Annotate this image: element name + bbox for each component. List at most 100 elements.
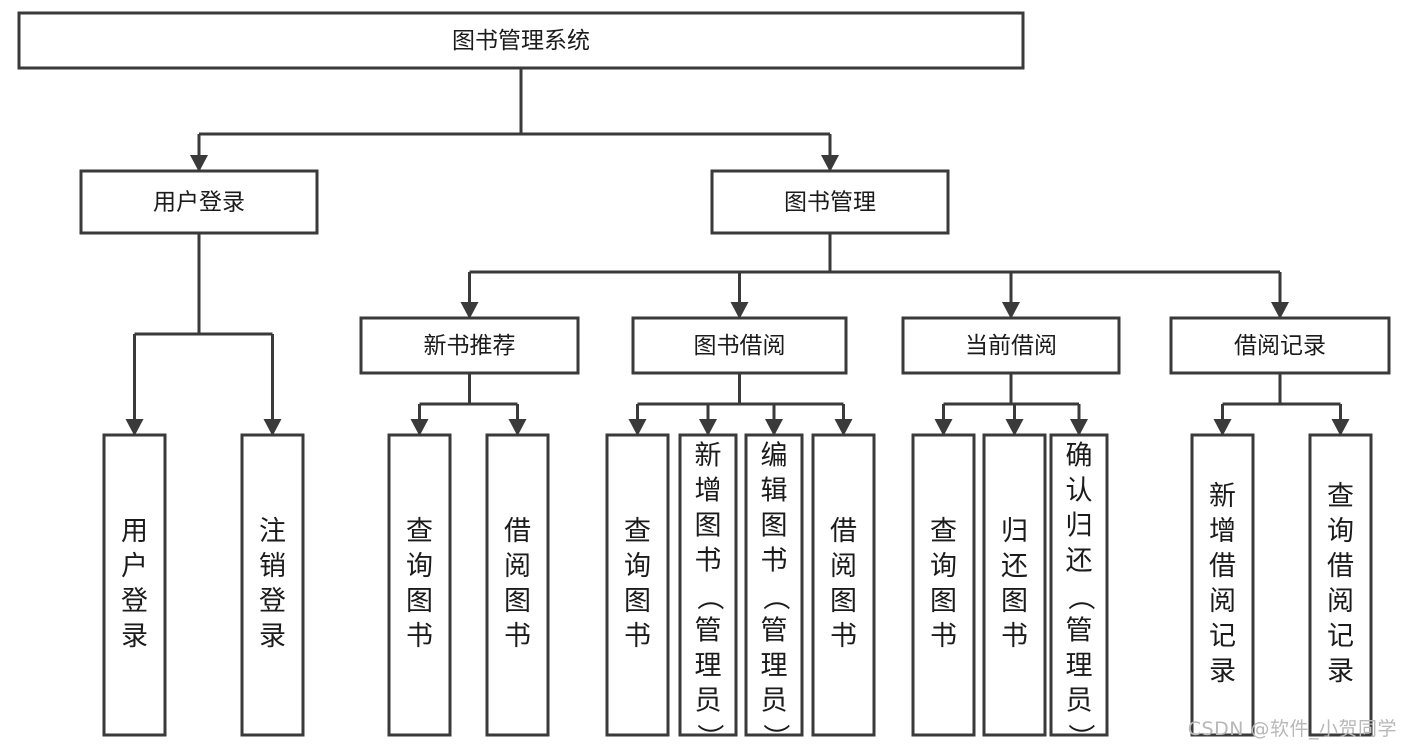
node-label-char: 书 [504,621,531,652]
node-label-char: 注 [259,516,286,547]
node-label-char: 借 [504,516,531,547]
node-new-book-rec[interactable]: 新书推荐 [359,316,580,375]
node-box-leaf-edit-book [744,433,804,737]
node-box-leaf-return-book [982,433,1047,737]
arrow-head-icon [1005,419,1024,436]
node-label-char: 阅 [1209,586,1236,617]
node-box-book-borrow [631,316,848,375]
arrow-head-icon [1070,419,1088,436]
node-label-char: 辑 [761,476,788,507]
node-user-login[interactable]: 用户登录 [79,169,319,235]
node-label-root: 图书管理系统 [452,28,590,54]
node-label-char: 书 [1001,621,1028,652]
node-box-current-borrow [901,316,1121,375]
node-label-char: 询 [624,551,651,582]
node-label-char: 借 [1327,551,1354,582]
node-label-char: 确 [1066,441,1093,472]
node-label-char: 户 [121,551,148,582]
node-label-char: ） [760,724,791,747]
node-label-char: 借 [1209,551,1236,582]
node-label-char: 还 [1001,551,1028,582]
node-label-char: 书 [406,621,433,652]
node-label-user-login: 用户登录 [153,190,245,216]
node-label-char: 书 [830,621,857,652]
node-label-char: 书 [761,546,788,577]
node-label-char: 管 [761,616,788,647]
node-label-char: 图 [830,586,857,617]
node-label-char: 图 [406,586,433,617]
arrow-head-icon [1271,302,1289,319]
node-label-char: 询 [406,551,433,582]
node-label-char: 员 [1066,686,1093,717]
node-label-char: 图 [695,511,722,542]
node-box-leaf-add-record [1190,433,1255,737]
arrow-head-icon [765,419,783,436]
arrow-head-icon [834,419,853,436]
node-label-char: 员 [695,686,722,717]
arrow-head-icon [125,419,144,436]
node-label-char: 还 [1066,546,1093,577]
node-label-char: 销 [259,551,286,582]
edge-group-new-book-rec [410,373,527,436]
node-label-char: 查 [406,516,433,547]
node-label-char: 图 [930,586,957,617]
node-label-char: 记 [1209,621,1236,652]
arrow-head-icon [730,302,749,319]
node-label-char: 增 [695,476,722,507]
node-label-char: 登 [259,586,286,617]
node-layer: 图书管理系统用户登录图书管理新书推荐图书借阅当前借阅借阅记录用户登录注销登录查询… [17,11,1391,747]
node-label-char: 录 [259,621,286,652]
node-label-new-book-rec: 新书推荐 [424,333,516,359]
edge-group-current-borrow [934,373,1088,436]
node-box-root [17,11,1025,70]
node-label-char: ） [694,724,725,747]
node-box-new-book-rec [359,316,580,375]
node-label-char: 员 [761,686,788,717]
node-box-book-manage [710,169,950,235]
arrow-head-icon [699,419,717,436]
node-book-manage[interactable]: 图书管理 [710,169,950,235]
node-label-char: 编 [761,441,788,472]
node-label-char: 书 [930,621,957,652]
node-label-char: 查 [930,516,957,547]
node-label-char: 图 [504,586,531,617]
node-label-char: 录 [1327,656,1354,687]
node-root[interactable]: 图书管理系统 [17,11,1025,70]
edge-group-book-borrow [628,373,853,436]
arrow-head-icon [410,419,429,436]
node-label-char: 图 [624,586,651,617]
arrow-head-icon [1002,302,1020,319]
watermark-label: CSDN @软件_小贺同学 [1187,718,1397,740]
node-box-leaf-confirm-return [1049,433,1109,737]
node-leaf-user-login[interactable]: 用户登录 [102,433,167,737]
arrow-head-icon [934,419,953,436]
node-label-char: （ [1065,584,1096,611]
node-borrow-record[interactable]: 借阅记录 [1169,316,1391,375]
node-label-char: 图 [761,511,788,542]
node-label-char: 记 [1327,621,1354,652]
node-label-char: 登 [121,586,148,617]
node-label-char: （ [694,584,725,611]
node-current-borrow[interactable]: 当前借阅 [901,316,1121,375]
node-box-leaf-borrow-book-2 [811,433,876,737]
node-box-user-login [79,169,319,235]
arrow-head-icon [1213,419,1232,436]
node-book-borrow[interactable]: 图书借阅 [631,316,848,375]
node-box-leaf-query-record [1308,433,1373,737]
node-label-char: 询 [1327,516,1354,547]
node-label-borrow-record: 借阅记录 [1234,333,1326,359]
node-box-leaf-user-login [102,433,167,737]
edge-group-book-manage [460,233,1289,319]
